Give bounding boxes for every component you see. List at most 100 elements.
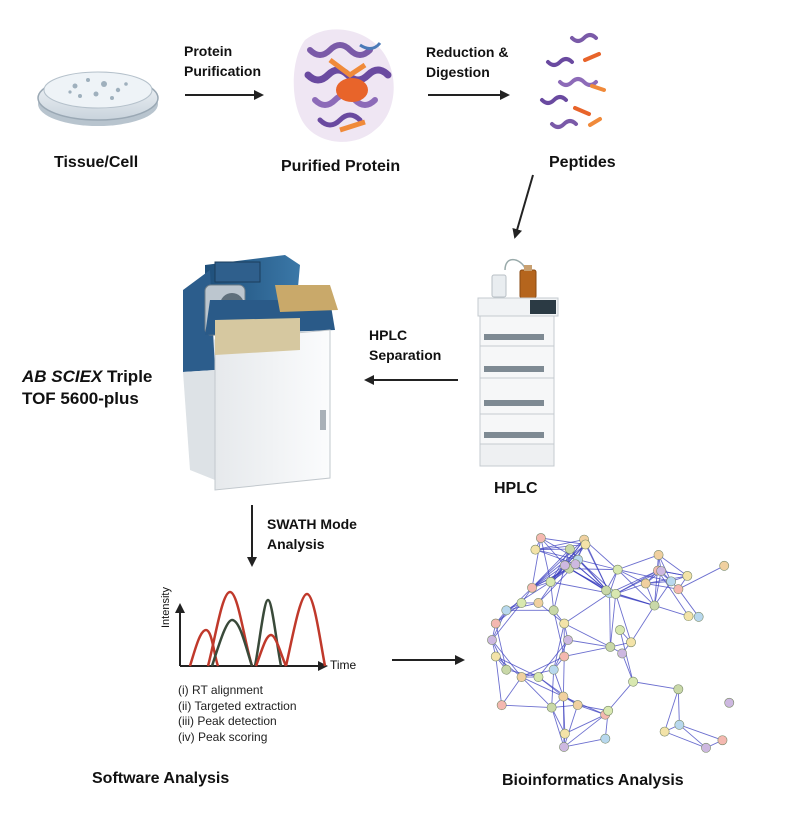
mass-spectrometer-icon (183, 255, 338, 491)
network-edge (538, 639, 569, 678)
network-node (656, 566, 667, 576)
network-node (666, 576, 677, 587)
network-edge (551, 707, 565, 748)
peptides-icon (540, 33, 606, 129)
network-edge (531, 548, 571, 589)
network-edge (609, 593, 611, 647)
time-axis-label: Time (330, 658, 357, 672)
network-edge (645, 583, 679, 590)
purified-protein-label: Purified Protein (281, 158, 401, 175)
step-purification-line-2: Purification (184, 63, 262, 79)
mass-spec-model: Triple (102, 367, 153, 386)
bioinformatics-analysis-label: Bioinformatics Analysis (502, 772, 684, 789)
network-edge (585, 544, 610, 594)
arrow-to-hplc (512, 174, 534, 239)
network-edge (657, 570, 689, 617)
mass-spec-model-2: TOF 5600-plus (22, 389, 139, 408)
network-edge (562, 656, 565, 697)
network-edge (615, 593, 632, 643)
mass-spec-brand: AB SCIEX (22, 367, 103, 386)
network-node (490, 651, 501, 662)
network-edge (521, 676, 564, 697)
network-edge (563, 592, 610, 624)
step-hplc-line-2: Separation (369, 347, 442, 363)
network-edge (577, 704, 609, 712)
network-edge (564, 646, 611, 657)
network-node (558, 691, 569, 702)
network-node (533, 672, 544, 682)
analysis-step: (ii) Targeted extraction (178, 698, 297, 713)
network-node (693, 611, 704, 622)
network-edge (658, 554, 688, 577)
network-node (673, 684, 684, 695)
tissue-cell-label: Tissue/Cell (54, 154, 139, 171)
network-edge (621, 653, 634, 682)
network-edge (531, 537, 542, 588)
network-node (487, 635, 497, 645)
network-node (673, 584, 684, 595)
network-edge (575, 563, 607, 591)
software-analysis-label: Software Analysis (92, 770, 230, 787)
network-edge (609, 593, 617, 647)
network-edge (563, 696, 606, 716)
network-node (533, 598, 544, 608)
step-digestion-line-2: Digestion (426, 64, 490, 80)
network-edge (553, 623, 565, 670)
network-edge (491, 602, 522, 641)
network-edge (550, 581, 610, 594)
network-node (683, 611, 694, 622)
network-edge (679, 724, 723, 741)
network-node (559, 560, 570, 571)
network-edge (630, 605, 655, 643)
step-digestion-line-1: Reduction & (426, 44, 509, 60)
network-node (490, 618, 501, 629)
network-edge (567, 639, 611, 648)
network-node (548, 664, 559, 675)
peak-dark-1 (210, 618, 254, 667)
network-node (628, 676, 638, 687)
network-edge (531, 539, 585, 589)
network-node (572, 700, 583, 710)
network-node (640, 578, 651, 589)
network-edge (521, 656, 565, 678)
network-edge (521, 676, 552, 708)
network-edge (569, 568, 618, 571)
network-edge (550, 539, 585, 583)
network-edge (654, 570, 662, 606)
network-node (570, 559, 581, 570)
step-swath-line-1: SWATH Mode (267, 516, 357, 532)
network-node (626, 637, 636, 648)
hplc-label: HPLC (494, 480, 538, 497)
network-node (674, 719, 685, 730)
software-plot (175, 590, 328, 671)
network-edge (564, 714, 606, 735)
network-edge (535, 548, 570, 551)
network-node (717, 735, 728, 746)
analysis-step: (iv) Peak scoring (178, 729, 268, 744)
analysis-step: (i) RT alignment (178, 683, 263, 697)
network-node (501, 605, 512, 616)
hplc-instrument-icon (477, 258, 559, 467)
network-node (612, 564, 623, 575)
network-edge (562, 696, 565, 747)
network-node (516, 598, 527, 608)
network-edge (563, 738, 606, 748)
step-purification-line-1: Protein (184, 43, 233, 59)
network-node (545, 576, 556, 587)
network-node (535, 533, 546, 543)
protein-network (487, 533, 735, 753)
step-label-swath: SWATH Mode Analysis (267, 514, 357, 554)
network-edge (495, 623, 507, 670)
network-node (516, 672, 527, 682)
network-edge (501, 704, 552, 708)
network-edge (540, 537, 552, 582)
network-edge (535, 544, 586, 551)
network-node (563, 635, 573, 645)
network-edge (577, 559, 618, 571)
network-edge (540, 537, 579, 561)
step-label-digestion: Reduction & Digestion (426, 42, 508, 82)
network-node (564, 544, 575, 555)
mass-spec-label: AB SCIEX Triple TOF 5600-plus (22, 366, 152, 410)
network-node (605, 641, 616, 652)
